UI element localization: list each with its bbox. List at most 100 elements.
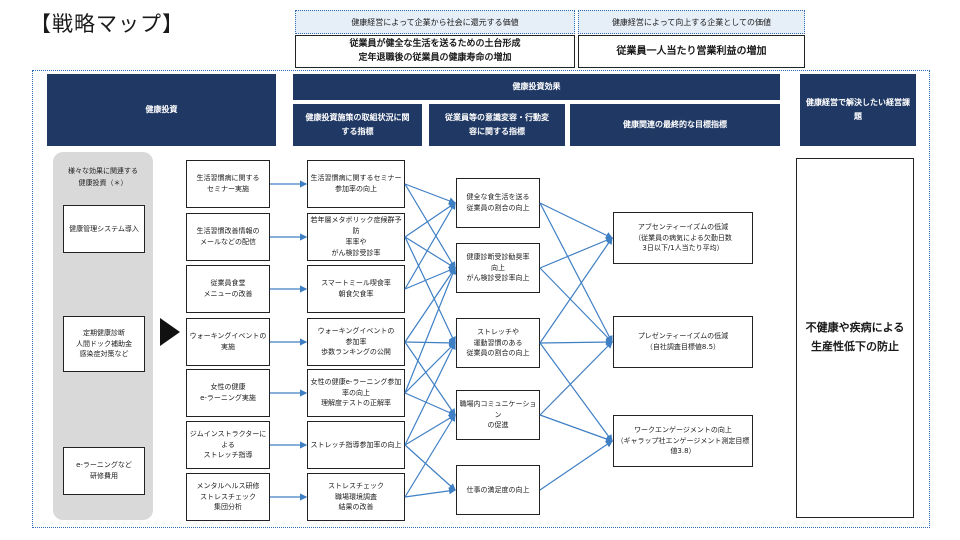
header-investment-label: 健康投資: [145, 105, 178, 115]
header-issue: 健康経営で解決したい経営課 題: [800, 74, 916, 146]
initiative-box: メンタルヘルス研修ストレスチェック集団分析: [186, 473, 270, 521]
behavior-indicator-box-line: がん検診受診率向上: [466, 274, 530, 283]
society-value-box: 従業員が健全な生活を送るための土台形成 定年退職後の従業員の健康寿命の増加: [295, 35, 575, 68]
header-line: 題: [854, 112, 862, 121]
society-value-header: 健康経営によって企業から社会に還元する価値: [295, 10, 575, 34]
header-line: 容に関する指標: [469, 127, 525, 136]
behavior-indicator-box-line: 従業員の割合の向上: [466, 204, 530, 212]
header-indicator-behavior: 従業員等の意識変容・行動変 容に関する指標: [429, 104, 565, 146]
right-arrow-icon: [160, 318, 180, 346]
activity-indicator-box-line: 参加率の向上: [335, 185, 377, 193]
investment-item-box-line: 研修費用: [90, 472, 118, 480]
activity-indicator-box-line: 若年層メタボリック症候群予防: [310, 216, 402, 236]
society-value-line: 従業員が健全な生活を送るための土台形成: [349, 39, 521, 49]
behavior-indicator-box: 職場内コミュニケーションの促進: [456, 390, 540, 440]
activity-indicator-box: スマートミール喫食率朝食欠食率: [307, 265, 405, 313]
header-line: 健康経営で解決したい経営課: [806, 98, 910, 108]
activity-indicator-box-line: 率率や: [345, 238, 367, 246]
investment-item-box: 健康管理システム導入: [63, 205, 145, 253]
investment-item-box: e-ラーニングなど研修費用: [63, 447, 145, 495]
activity-indicator-box-line: ストレッチ指導参加率の向上: [310, 440, 402, 449]
investment-item-box-line: 健康管理システム導入: [69, 224, 139, 233]
investment-item-box-line: e-ラーニングなど: [76, 461, 132, 470]
goal-indicator-box-line: プレゼンティーイズムの低減: [637, 332, 729, 341]
caption-line: 様々な効果に関連する: [68, 167, 138, 175]
goal-indicator-box-line: （自社調査目標値8.5）: [645, 343, 721, 351]
behavior-indicator-box-line: 運動習慣のある: [473, 338, 523, 347]
page-title: 【戦略マップ】: [30, 12, 184, 36]
investment-item-box-line: 定期健康診断: [83, 328, 125, 337]
initiative-box-line: メールなどの配信: [200, 238, 256, 246]
activity-indicator-box-line: ストレスチェック: [328, 481, 384, 490]
initiative-box-line: 実施: [221, 343, 235, 351]
strategy-map-frame: [32, 70, 930, 528]
final-issue-box: 不健康や疾病による 生産性低下の防止: [796, 158, 914, 518]
goal-indicator-box-line: 3日以下/1人当たり平均）: [642, 244, 724, 253]
initiative-box-line: 生活習慣病に関する: [196, 174, 260, 183]
activity-indicator-box: 女性の健康e-ラーニング参加率の向上理解度テストの正解率: [307, 369, 405, 417]
behavior-indicator-box-line: の促進: [487, 421, 509, 430]
header-indicator-goal: 健康関連の最終的な目標指標: [570, 104, 780, 146]
activity-indicator-box-line: 率の向上: [342, 388, 370, 397]
initiative-box-line: e-ラーニング実施: [200, 394, 256, 402]
company-value-header: 健康経営によって向上する企業としての価値: [578, 10, 805, 34]
initiative-box: 生活習慣病に関するセミナー実施: [186, 160, 270, 208]
header-indicator-activity: 健康投資施策の取組状況に関 する指標: [293, 104, 422, 146]
behavior-indicator-box-line: 健全な食生活を送る: [466, 193, 530, 202]
activity-indicator-box-line: 参加率: [345, 337, 367, 346]
header-line: 従業員等の意識変容・行動変: [445, 113, 549, 123]
activity-indicator-box-line: 結果の改善: [338, 503, 374, 512]
initiative-box: 従業員食堂メニューの改善: [186, 265, 270, 313]
initiative-box-line: 女性の健康: [210, 383, 246, 392]
initiative-box-line: セミナー実施: [207, 185, 249, 193]
activity-indicator-box: 若年層メタボリック症候群予防率率やがん検診受診率: [307, 213, 405, 261]
activity-indicator-box-line: スマートミール喫食率: [321, 279, 391, 288]
goal-indicator-box: プレゼンティーイズムの低減 （自社調査目標値8.5）: [613, 316, 753, 368]
behavior-indicator-box-line: 向上: [491, 263, 505, 272]
behavior-indicator-box-line: 健康診断受診勧奨率: [466, 252, 530, 261]
goal-indicator-box: ワークエンゲージメントの向上 （ギャラップ社エンゲージメント測定目標値3.8）: [613, 415, 753, 467]
initiative-box: ジムインストラクターによるストレッチ指導: [186, 421, 270, 469]
general-investment-caption: 様々な効果に関連する 健康投資（＊）: [53, 166, 153, 190]
initiative-box-line: メニューの改善: [203, 290, 253, 298]
initiative-box-line: 生活習慣改善情報の: [196, 227, 260, 236]
behavior-indicator-box: 健全な食生活を送る従業員の割合の向上: [456, 178, 540, 228]
activity-indicator-box: ストレスチェック職場環境調査結果の改善: [307, 473, 405, 521]
final-issue-line: 不健康や疾病による: [805, 321, 905, 335]
activity-indicator-box-line: 職場環境調査: [335, 492, 377, 501]
activity-indicator-box: ストレッチ指導参加率の向上: [307, 421, 405, 469]
header-effect: 健康投資効果: [293, 74, 780, 100]
initiative-box-line: メンタルヘルス研修: [196, 481, 260, 490]
activity-indicator-box-line: 生活習慣病に関するセミナー: [310, 174, 402, 183]
initiative-box: 女性の健康 e-ラーニング実施: [186, 369, 270, 417]
goal-indicator-box-line: アブセンティーイズムの低減: [637, 222, 729, 231]
activity-indicator-box-line: 歩数ランキングの公開: [321, 348, 391, 357]
company-value-line: 従業員一人当たり営業利益の増加: [616, 46, 767, 57]
initiative-box-line: ストレッチ指導: [203, 451, 253, 460]
activity-indicator-box-line: がん検診受診率: [331, 248, 381, 257]
caption-line: 健康投資（＊）: [78, 178, 128, 187]
behavior-indicator-box: 健康診断受診勧奨率向上がん検診受診率向上: [456, 243, 540, 293]
initiative-box: 生活習慣改善情報のメールなどの配信: [186, 213, 270, 261]
initiative-box-line: 集団分析: [214, 503, 242, 512]
behavior-indicator-box-line: 仕事の満足度の向上: [466, 485, 530, 494]
initiative-box-line: ジムインストラクターによる: [189, 429, 267, 449]
activity-indicator-box-line: 理解度テストの正解率: [321, 399, 391, 408]
initiative-box-line: ウォーキングイベントの: [189, 332, 267, 341]
behavior-indicator-box-line: 職場内コミュニケーション: [459, 399, 537, 419]
goal-indicator-box-line: （ギャラップ社エンゲージメント測定目標値3.8）: [616, 436, 750, 456]
header-effect-label: 健康投資効果: [512, 82, 561, 92]
behavior-indicator-box-line: ストレッチや: [477, 327, 519, 336]
header-line: 健康投資施策の取組状況に関: [305, 113, 410, 123]
final-issue-line: 生産性低下の防止: [811, 340, 899, 353]
activity-indicator-box-line: 女性の健康e-ラーニング参加: [310, 377, 402, 386]
header-indicator-goal-label: 健康関連の最終的な目標指標: [623, 120, 727, 130]
initiative-box: ウォーキングイベントの実施: [186, 318, 270, 366]
activity-indicator-box-line: ウォーキングイベントの: [317, 326, 395, 335]
header-investment: 健康投資: [47, 74, 276, 146]
goal-indicator-box-line: ワークエンゲージメントの向上: [634, 425, 732, 434]
behavior-indicator-box: 仕事の満足度の向上: [456, 465, 540, 515]
activity-indicator-box: 生活習慣病に関するセミナー参加率の向上: [307, 160, 405, 208]
header-line: する指標: [341, 127, 374, 136]
